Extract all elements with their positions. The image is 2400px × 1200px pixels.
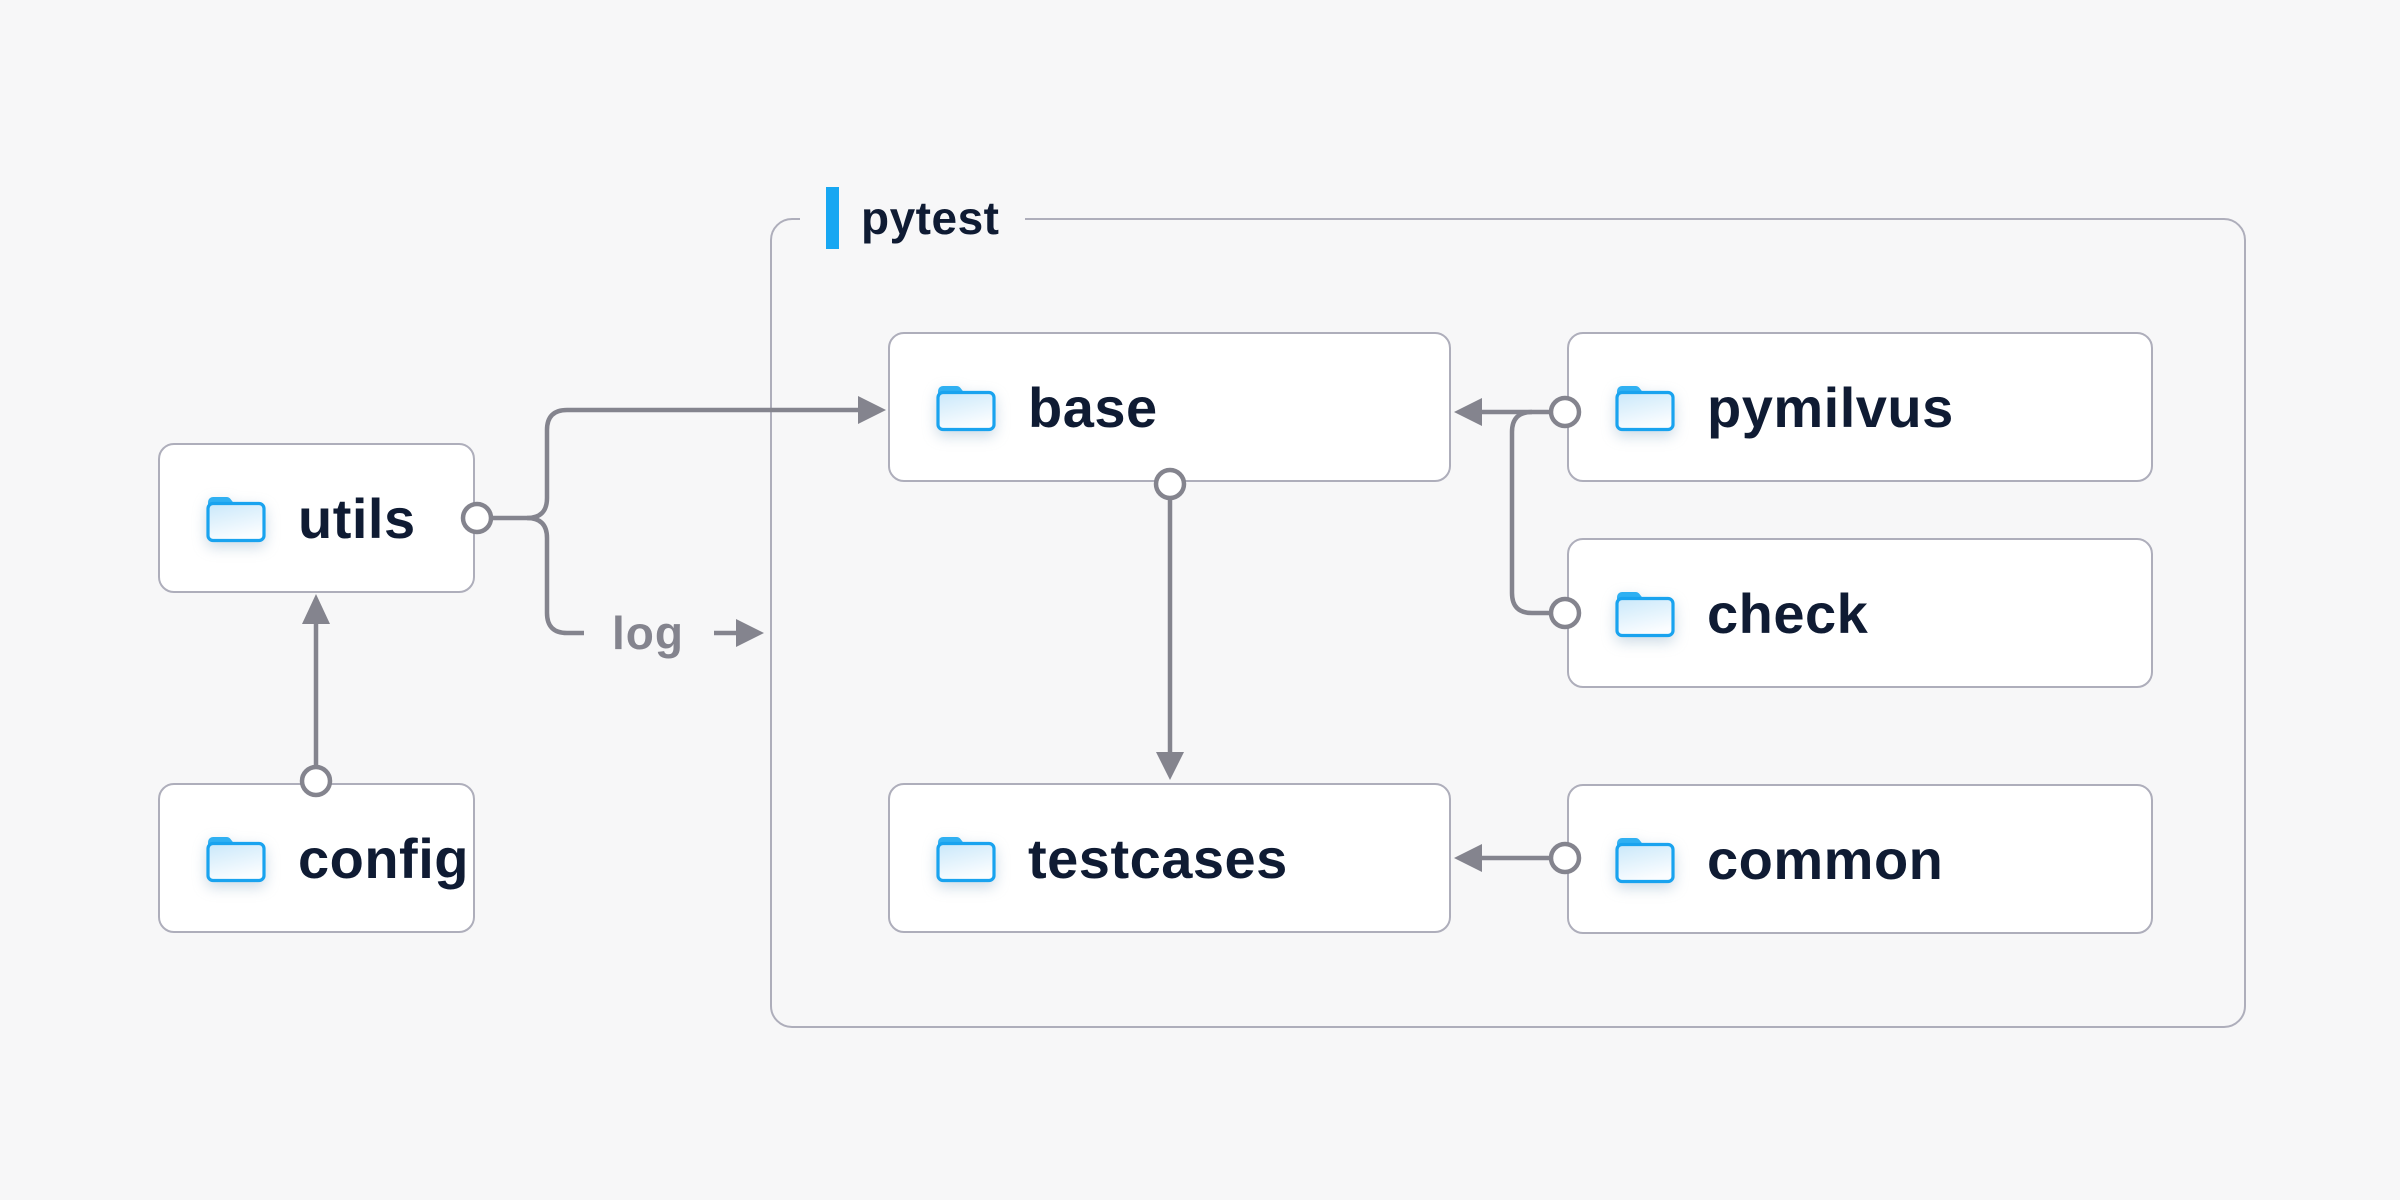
folder-icon (1613, 381, 1677, 433)
folder-icon (204, 832, 268, 884)
node-label: pymilvus (1707, 375, 1954, 439)
node-label: utils (298, 486, 416, 550)
node-utils: utils (158, 443, 475, 593)
pytest-group-container (770, 218, 2246, 1028)
node-label: config (298, 826, 469, 890)
node-label: check (1707, 581, 1869, 645)
node-config: config (158, 783, 475, 933)
node-label: testcases (1028, 826, 1288, 890)
folder-icon (1613, 833, 1677, 885)
node-base: base (888, 332, 1451, 482)
arrowhead-icon (736, 619, 764, 647)
edge-utils-to-log: log (526, 515, 764, 659)
folder-icon (934, 832, 998, 884)
arrowhead-icon (302, 594, 330, 624)
node-check: check (1567, 538, 2153, 688)
node-label: common (1707, 827, 1944, 891)
folder-icon (934, 381, 998, 433)
group-label-text: pytest (861, 192, 1000, 244)
node-testcases: testcases (888, 783, 1451, 933)
folder-icon (1613, 587, 1677, 639)
edge-label-log: log (612, 607, 684, 659)
pytest-group-label: pytest (800, 186, 1026, 250)
node-pymilvus: pymilvus (1567, 332, 2153, 482)
node-label: base (1028, 375, 1158, 439)
edge-config-to-utils (299, 594, 333, 798)
node-common: common (1567, 784, 2153, 934)
group-accent-bar-icon (826, 187, 839, 249)
folder-icon (204, 492, 268, 544)
